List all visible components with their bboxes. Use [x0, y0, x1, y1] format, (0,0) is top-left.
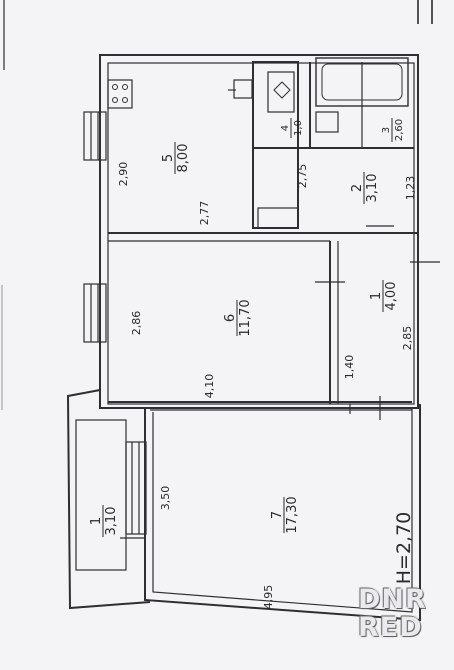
- dimension-label: 2,85: [401, 326, 414, 351]
- room2-area: 3,10: [365, 174, 380, 203]
- dimension-label: 4,10: [203, 374, 216, 399]
- watermark-logo: DNR RED: [358, 586, 440, 648]
- burner: [122, 97, 128, 103]
- room7-label: 7 17,30: [270, 496, 300, 533]
- balcony-inner: [75, 419, 127, 571]
- watermark-line2: RED: [358, 612, 423, 643]
- toilet-bowl: [273, 81, 291, 99]
- dimension-label: 2,75: [296, 164, 309, 189]
- room2-label: 2 3,10: [350, 172, 380, 204]
- room6-number: 6: [223, 314, 238, 322]
- dimension-label: 2,86: [130, 311, 143, 336]
- room7-number: 7: [270, 511, 285, 519]
- room1-balcony-area: 3,10: [104, 507, 119, 536]
- dimension-label: 4,95: [262, 585, 275, 610]
- outer-wall-lower: [144, 404, 421, 622]
- dimension-label: 2,90: [117, 162, 130, 187]
- walls: [66, 54, 440, 622]
- dimension-label: 1,40: [343, 355, 356, 380]
- balcony-outer: [66, 389, 151, 610]
- room5-label: 5 8,00: [161, 142, 191, 174]
- windows: [83, 111, 147, 535]
- burner: [122, 84, 128, 90]
- room1-hall-number: 1: [369, 292, 384, 300]
- bathtub-basin: [321, 63, 403, 101]
- stove: [107, 79, 133, 109]
- bathtub: [315, 57, 409, 107]
- room1-hall-area: 4,00: [384, 282, 399, 311]
- room4-number: 4: [280, 125, 291, 131]
- room5-area: 8,00: [176, 144, 191, 173]
- room2-number: 2: [350, 184, 365, 192]
- dimension-label: 1,23: [404, 176, 417, 201]
- burner: [112, 84, 118, 90]
- dimension-label: 3,50: [159, 486, 172, 511]
- door-marks: [120, 89, 440, 539]
- burner: [112, 97, 118, 103]
- bath-sink: [315, 111, 339, 133]
- outer-wall-upper: [99, 54, 419, 409]
- room3-area: 2,60: [394, 119, 405, 141]
- room3-label: 3 2,60: [381, 118, 405, 142]
- room4-area: 1,0: [293, 120, 304, 136]
- toilet: [267, 71, 295, 113]
- room5-number: 5: [161, 154, 176, 162]
- kitchen-sink: [233, 79, 253, 99]
- room6-area: 11,70: [238, 299, 253, 336]
- bath-block: [252, 61, 299, 229]
- room1-balcony-number: 1: [89, 517, 104, 525]
- ceiling-height-label: H=2,70: [393, 512, 415, 585]
- room7-area: 17,30: [285, 496, 300, 533]
- room4-label: 4 1,0: [280, 118, 304, 138]
- room3-number: 3: [381, 127, 392, 133]
- room1-balcony-label: 1 3,10: [89, 505, 119, 537]
- inner-wall-lower: [152, 408, 413, 613]
- bath-corner: [257, 207, 299, 229]
- dimension-label: 2,77: [198, 201, 211, 226]
- watermark-line1: DNR: [358, 584, 427, 615]
- room1-hall-label: 1 4,00: [369, 280, 399, 312]
- room6-label: 6 11,70: [223, 299, 253, 336]
